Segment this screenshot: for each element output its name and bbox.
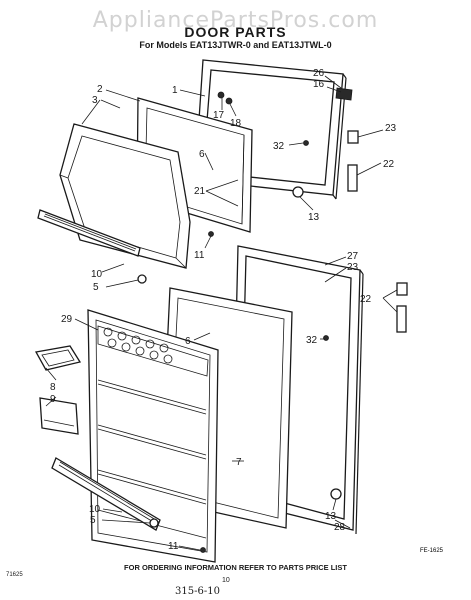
callout-16: 16 <box>313 79 325 90</box>
watermark-text: AppliancePartsPros.com <box>92 8 379 33</box>
callout-10-bottom: 10 <box>89 504 101 515</box>
callout-3: 3 <box>92 95 98 106</box>
freezer-hardware <box>137 87 359 284</box>
callout-7: 7 <box>236 457 242 468</box>
callout-9: 9 <box>50 394 56 405</box>
handwritten-note: 315-6-10 <box>175 586 220 597</box>
callout-21: 21 <box>194 186 206 197</box>
callout-22-bottom: 22 <box>360 294 372 305</box>
figure-code: FE-1625 <box>420 548 444 554</box>
models-subtitle: For Models EAT13JTWR-0 and EAT13JTWL-0 <box>139 40 332 50</box>
callout-28: 28 <box>334 522 346 533</box>
callout-26: 26 <box>313 68 325 79</box>
callout-18: 18 <box>230 118 242 129</box>
callout-32-bottom: 32 <box>306 335 318 346</box>
callout-5-top: 5 <box>93 282 99 293</box>
callout-1: 1 <box>172 85 178 96</box>
callout-23-bottom: 23 <box>347 262 359 273</box>
callout-5-bottom: 5 <box>90 515 96 526</box>
fresh-food-trim-strip <box>51 457 161 531</box>
corner-code: 71625 <box>6 572 23 578</box>
callout-27: 27 <box>347 251 359 262</box>
fresh-food-hardware <box>149 282 408 553</box>
callout-8: 8 <box>50 382 56 393</box>
callout-17: 17 <box>213 110 225 121</box>
callout-numbers: 1 2 3 5 5 6 6 7 8 9 10 10 11 11 13 13 16… <box>50 68 397 552</box>
callout-13-top: 13 <box>308 212 320 223</box>
ordering-footnote: FOR ORDERING INFORMATION REFER TO PARTS … <box>124 563 347 572</box>
callout-13-bottom: 13 <box>325 511 337 522</box>
callout-10-top: 10 <box>91 269 103 280</box>
callout-6-top: 6 <box>199 149 205 160</box>
page-number: 10 <box>222 577 230 584</box>
butter-compartment <box>34 345 82 371</box>
page-title: DOOR PARTS <box>184 24 287 40</box>
freezer-trim-strip <box>37 209 141 257</box>
callout-23-top: 23 <box>385 123 397 134</box>
callout-11-top: 11 <box>194 250 205 261</box>
callout-32-top: 32 <box>273 141 285 152</box>
callout-22-top: 22 <box>383 159 395 170</box>
callout-2: 2 <box>97 84 103 95</box>
callout-11-bottom: 11 <box>168 541 179 552</box>
callout-29: 29 <box>61 314 73 325</box>
leader-lines <box>45 75 398 551</box>
callout-6-bottom: 6 <box>185 336 191 347</box>
butter-door <box>39 397 79 435</box>
